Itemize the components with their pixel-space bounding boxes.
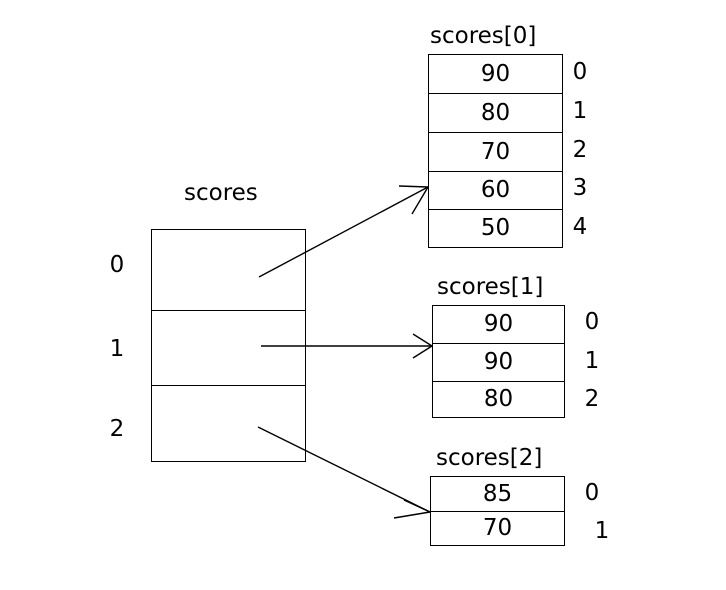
inner-array-0-cell-3[interactable]: 60 <box>429 172 562 210</box>
inner-array-0-index-3: 3 <box>572 175 588 201</box>
inner-array-0-index-2: 2 <box>572 137 588 163</box>
inner-array-0-cell-0-value: 90 <box>480 60 511 87</box>
inner-array-1-cell-1-value: 90 <box>483 349 514 375</box>
inner-array-2-index-0: 0 <box>584 480 600 506</box>
inner-array-1-index-0: 0 <box>584 309 600 335</box>
inner-array-2-cell-1[interactable]: 70 <box>431 512 564 544</box>
outer-array-box <box>151 229 306 462</box>
inner-array-2-cell-1-value: 70 <box>482 514 513 541</box>
inner-array-1-cell-1[interactable]: 90 <box>433 344 564 382</box>
inner-array-2-box: 85 70 <box>430 476 565 546</box>
inner-array-0-box: 90 80 70 60 50 <box>428 54 563 248</box>
inner-array-1-box: 90 90 80 <box>432 305 565 418</box>
inner-array-0-cell-4-value: 50 <box>480 214 511 241</box>
outer-array-title: scores <box>184 180 258 206</box>
inner-array-1-cell-0-value: 90 <box>483 311 514 337</box>
inner-array-2-cell-0-value: 85 <box>482 480 513 507</box>
inner-array-1-cell-2-value: 80 <box>483 385 514 412</box>
inner-array-0-index-4: 4 <box>572 214 588 240</box>
outer-array-index-1: 1 <box>109 336 125 362</box>
inner-array-0-index-1: 1 <box>572 98 588 124</box>
inner-array-2-cell-0[interactable]: 85 <box>431 477 564 512</box>
arrow-to-scores-2 <box>257 426 431 519</box>
outer-array-index-0: 0 <box>109 252 125 278</box>
outer-array-index-2: 2 <box>109 416 125 442</box>
arrow-to-scores-0 <box>258 185 429 278</box>
inner-array-0-cell-3-value: 60 <box>480 177 511 203</box>
arrow-to-scores-1 <box>261 333 433 359</box>
inner-array-0-index-0: 0 <box>572 59 588 85</box>
inner-array-0-cell-1[interactable]: 80 <box>429 94 562 133</box>
inner-array-0-cell-4[interactable]: 50 <box>429 210 562 246</box>
inner-array-1-title: scores[1] <box>437 274 544 300</box>
inner-array-1-cell-2[interactable]: 80 <box>433 382 564 416</box>
inner-array-1-cell-0[interactable]: 90 <box>433 306 564 344</box>
inner-array-0-cell-2[interactable]: 70 <box>429 133 562 172</box>
inner-array-0-cell-1-value: 80 <box>480 99 511 126</box>
outer-array-cell-0[interactable] <box>152 230 305 311</box>
inner-array-2-index-1: 1 <box>594 518 610 544</box>
inner-array-1-index-1: 1 <box>584 348 600 374</box>
inner-array-0-cell-2-value: 70 <box>480 138 511 165</box>
inner-array-2-title: scores[2] <box>436 445 543 471</box>
inner-array-1-index-2: 2 <box>584 386 600 412</box>
outer-array-cell-1[interactable] <box>152 311 305 386</box>
outer-array-cell-2[interactable] <box>152 386 305 460</box>
inner-array-0-title: scores[0] <box>430 23 537 49</box>
inner-array-0-cell-0[interactable]: 90 <box>429 55 562 94</box>
